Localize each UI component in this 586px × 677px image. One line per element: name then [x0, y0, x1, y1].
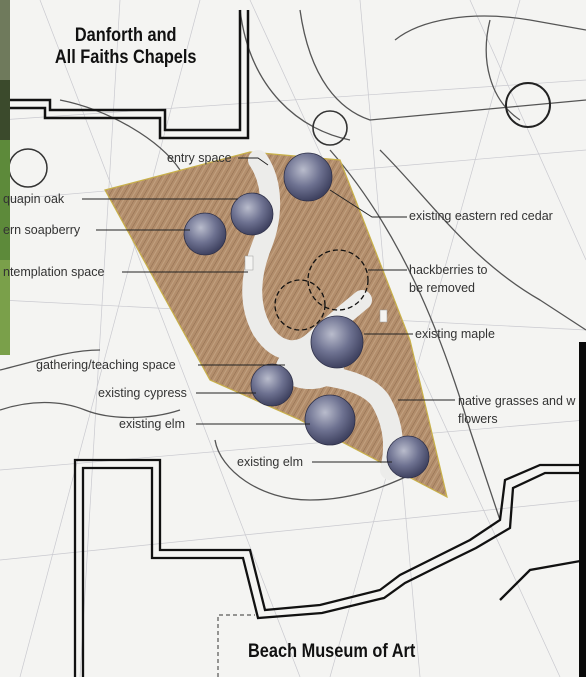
road-curbs	[0, 9, 586, 521]
photo-inset-right	[579, 342, 586, 677]
tree-chinquapin-oak	[230, 192, 274, 236]
tree-eastern-red-cedar	[283, 152, 333, 202]
bench-left	[244, 255, 254, 271]
chapel-label-line2: All Faiths Chapels	[54, 46, 197, 68]
roundabout-circle	[312, 110, 348, 146]
tree-existing-elm-left	[304, 394, 356, 446]
label-existing-maple: existing maple	[415, 327, 495, 341]
photo-inset-left	[0, 0, 10, 355]
tree-existing-elm-bottom	[386, 435, 430, 479]
museum-building-outline	[73, 458, 586, 677]
bench-right	[379, 309, 388, 323]
label-western-soapberry: ern soapberry	[3, 223, 81, 237]
label-native-grasses-line2: flowers	[458, 412, 498, 426]
trees	[183, 152, 430, 479]
small-circle-left	[8, 148, 48, 188]
chapel-label: Danforth and All Faiths Chapels	[44, 25, 207, 69]
hackberry-removed-1	[307, 249, 369, 311]
chapel-label-line1: Danforth and	[74, 25, 177, 46]
dashed-boundary	[217, 614, 255, 677]
chapel-building-outline	[10, 10, 250, 140]
tree-western-soapberry	[183, 212, 227, 256]
label-existing-elm-bottom: existing elm	[237, 455, 303, 469]
hackberry-removed-2	[274, 279, 326, 331]
label-existing-cypress: existing cypress	[98, 386, 187, 400]
label-native-grasses-line1: native grasses and w	[458, 394, 576, 408]
tree-existing-cypress	[250, 363, 294, 407]
fountain-circle	[505, 82, 551, 128]
label-eastern-red-cedar: existing eastern red cedar	[409, 209, 553, 223]
label-hackberries-line2: be removed	[409, 281, 476, 295]
museum-label: Beach Museum of Art	[248, 641, 416, 662]
label-gathering-space: gathering/teaching space	[36, 358, 176, 372]
tree-existing-maple	[310, 315, 364, 369]
label-chinquapin-oak: quapin oak	[3, 192, 65, 206]
label-hackberries-line1: hackberries to	[409, 263, 488, 277]
label-contemplation-space: ntemplation space	[3, 265, 105, 279]
label-existing-elm-left: existing elm	[119, 417, 185, 431]
label-entry-space: entry space	[167, 151, 232, 165]
leader-lines	[82, 157, 455, 463]
